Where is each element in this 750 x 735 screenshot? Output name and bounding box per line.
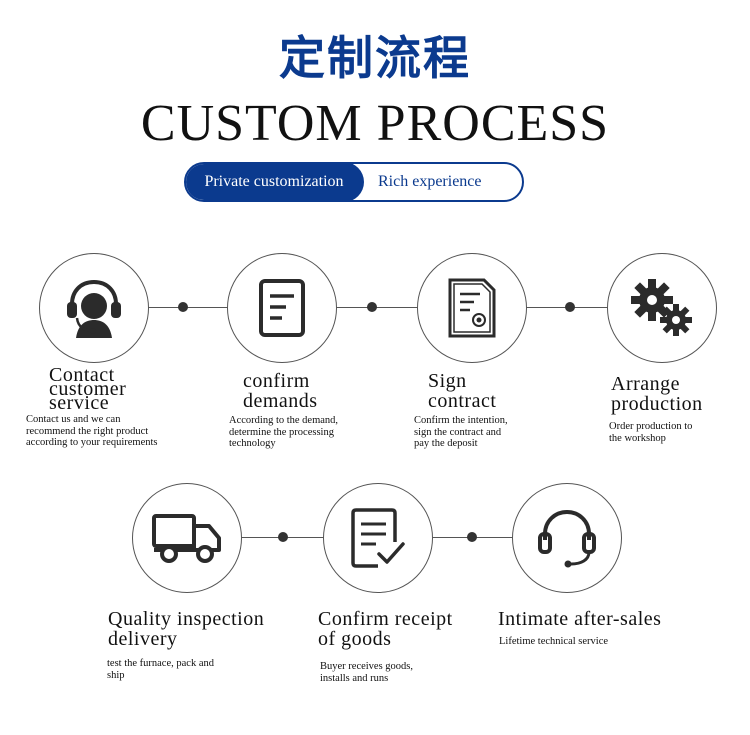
connector-dot-5	[467, 532, 477, 542]
delivery-truck-icon	[152, 514, 221, 563]
step-circle-sign-contract	[417, 253, 527, 363]
step-title-arrange-production: Arrange production	[611, 373, 703, 415]
step-title-confirm-receipt: Confirm receipt of goods	[318, 608, 453, 650]
customization-toggle: Rich experience Private customization	[184, 162, 524, 202]
connector-dot-1	[178, 302, 188, 312]
step-circle-confirm-demands	[227, 253, 337, 363]
headset-agent-icon	[67, 280, 121, 338]
step-desc-sign-contract: Confirm the intention, sign the contract…	[414, 415, 508, 449]
step-circle-confirm-receipt	[323, 483, 433, 593]
step-desc-confirm-receipt: Buyer receives goods, installs and runs	[320, 661, 414, 684]
step-desc-confirm-demands: According to the demand, determine the p…	[229, 415, 339, 449]
document-icon	[259, 279, 305, 337]
connector-line-1	[148, 307, 230, 308]
connector-dot-3	[565, 302, 575, 312]
step-circle-contact	[39, 253, 149, 363]
step-desc-after-sales: Lifetime technical service	[499, 636, 609, 647]
connector-dot-4	[278, 532, 288, 542]
tab-private-customization[interactable]: Private customization	[186, 164, 364, 200]
checklist-icon	[351, 508, 405, 568]
step-title-after-sales: Intimate after-sales	[498, 608, 662, 630]
step-title-contact: Contact customer service	[49, 364, 127, 414]
connector-dot-2	[367, 302, 377, 312]
connector-line-2	[336, 307, 419, 308]
step-title-sign-contract: Sign contract	[428, 370, 497, 412]
page-title-english: CUSTOM PROCESS	[140, 95, 610, 152]
tab-rich-experience[interactable]: Rich experience	[378, 173, 482, 190]
headphones-icon	[538, 509, 596, 568]
contract-icon	[448, 278, 496, 338]
step-desc-contact: Contact us and we can recommend the righ…	[26, 414, 158, 448]
step-desc-arrange-production: Order production to the workshop	[609, 421, 693, 444]
step-circle-after-sales	[512, 483, 622, 593]
gears-icon	[631, 279, 692, 336]
step-circle-arrange-production	[607, 253, 717, 363]
page-title-chinese: 定制流程	[279, 31, 471, 85]
step-desc-quality-delivery: test the furnace, pack and ship	[107, 658, 214, 681]
step-circle-quality-delivery	[132, 483, 242, 593]
step-title-quality-delivery: Quality inspection delivery	[108, 608, 265, 650]
step-title-confirm-demands: confirm demands	[243, 370, 318, 412]
